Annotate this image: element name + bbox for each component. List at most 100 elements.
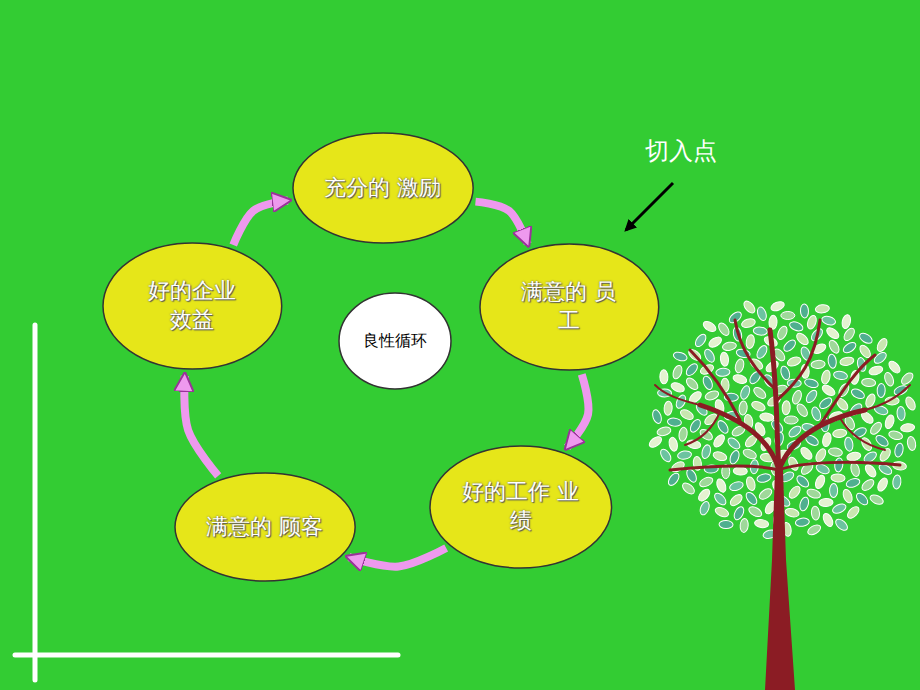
cycle-ellipse: 好的工作 业绩 (429, 445, 613, 569)
leaf (876, 476, 890, 492)
leaf (806, 487, 822, 499)
leaf (834, 517, 850, 532)
leaf (659, 447, 673, 463)
leaf (670, 460, 686, 474)
leaf (769, 315, 778, 329)
leaf (863, 463, 878, 479)
leaf (698, 475, 714, 488)
leaf (787, 456, 800, 472)
leaf (671, 364, 683, 380)
leaf (841, 314, 852, 329)
axis-vertical (33, 325, 38, 680)
leaf (894, 442, 905, 457)
leaf (733, 467, 747, 476)
leaf (852, 426, 868, 440)
leaf (717, 321, 732, 337)
leaf (753, 326, 768, 335)
leaf (651, 409, 663, 425)
leaf (831, 502, 847, 515)
ellipse-shape (339, 293, 451, 389)
leaf (742, 299, 757, 315)
leaf (715, 478, 728, 494)
leaf (820, 369, 831, 385)
ellipse-shape (480, 244, 659, 370)
leaf (819, 498, 833, 506)
ellipse-shape (293, 133, 473, 243)
leaf (684, 376, 700, 392)
leaf (712, 433, 727, 449)
leaf (784, 507, 800, 518)
leaf (660, 370, 668, 384)
leaf (897, 406, 906, 421)
leaf (877, 383, 885, 397)
leaf (832, 429, 847, 438)
leaf (728, 480, 744, 492)
leaf (672, 351, 688, 363)
leaf (821, 383, 837, 397)
leaf (716, 368, 731, 377)
leaf (868, 420, 883, 436)
leaf (850, 387, 866, 400)
leaf (814, 447, 828, 463)
leaf (786, 355, 802, 367)
leaf (833, 370, 848, 381)
leaf (688, 418, 702, 434)
leaf (716, 419, 730, 435)
leaf (811, 360, 826, 369)
leaf (734, 358, 745, 374)
leaf (854, 491, 869, 507)
leaf (904, 395, 917, 411)
leaf (814, 474, 827, 490)
leaf (787, 484, 802, 500)
leaf (829, 484, 837, 498)
leaf (806, 314, 818, 330)
leaf (795, 517, 810, 527)
node-label: 好的工作 业绩 (462, 478, 580, 535)
leaf (831, 473, 846, 482)
leaf (712, 450, 728, 462)
leaf (839, 356, 854, 367)
leaf (821, 315, 837, 327)
leaf (887, 359, 902, 375)
leaf (782, 338, 798, 353)
leaf (702, 319, 718, 333)
leaf (679, 408, 695, 422)
leaf (860, 477, 876, 492)
cycle-arrow (567, 374, 588, 447)
leaf (719, 520, 733, 528)
leaf (750, 400, 766, 413)
leaf (696, 487, 711, 503)
pointer-arrow (626, 183, 673, 230)
tree (647, 299, 917, 690)
node-label: 满意的 员工 (511, 278, 627, 335)
leaf (703, 348, 717, 364)
leaf (842, 326, 857, 342)
leaf (834, 457, 844, 472)
leaf (795, 402, 810, 418)
leaf (667, 417, 682, 427)
leaf (791, 389, 803, 405)
leaf (846, 451, 861, 462)
cycle-arrow (184, 376, 218, 476)
node-label: 满意的 顾客 (206, 513, 323, 542)
leaf (756, 306, 768, 322)
leaf (861, 378, 876, 387)
leaf (722, 341, 737, 351)
leaf (888, 430, 904, 441)
leaf (827, 354, 837, 369)
ellipse-shape (175, 473, 355, 581)
tree-branches (655, 320, 910, 470)
leaf (757, 487, 773, 502)
leaf (739, 384, 751, 400)
leaf (828, 447, 843, 457)
leaf (893, 384, 909, 397)
leaf (714, 506, 730, 519)
leaf (781, 311, 795, 319)
leaf (693, 332, 708, 348)
leaf (752, 385, 768, 400)
axis-horizontal (15, 653, 398, 658)
node-label: 充分的 激励 (324, 174, 441, 203)
leaf (874, 433, 890, 448)
leaf (906, 436, 916, 451)
cycle-arrow (349, 548, 446, 567)
